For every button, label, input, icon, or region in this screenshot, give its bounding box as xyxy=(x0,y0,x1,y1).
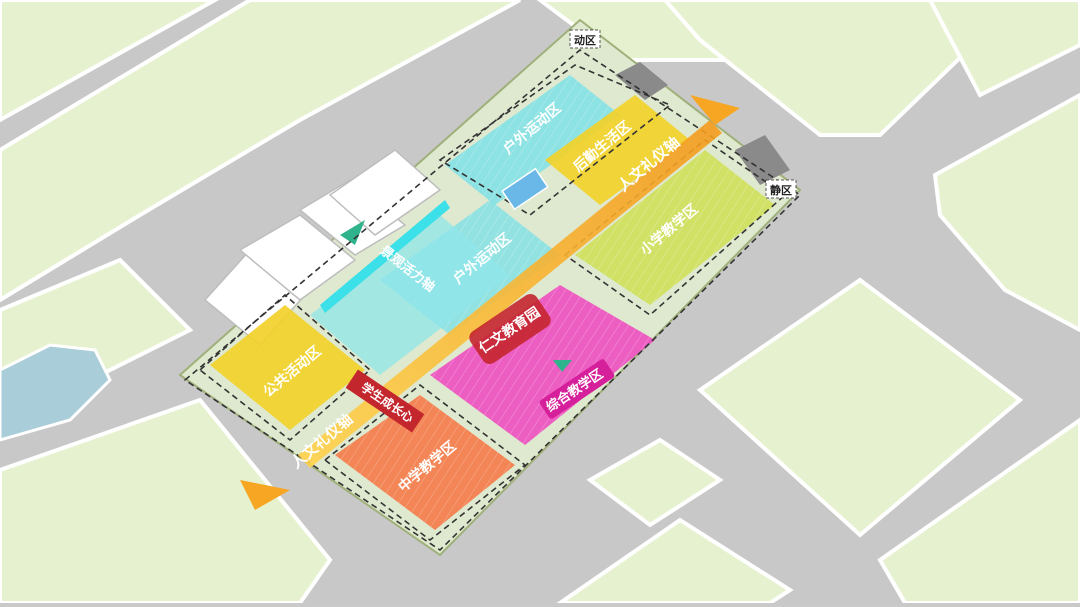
axis-arrow-up-icon xyxy=(690,95,740,125)
garden-arrow-icon xyxy=(553,360,572,372)
tag-active-zone xyxy=(569,29,601,49)
building-shadow-a xyxy=(615,62,668,100)
tag-quiet-zone-text: 静区 xyxy=(770,183,792,197)
block-top-left xyxy=(0,0,220,123)
building-shadow-b xyxy=(735,135,790,185)
block-bottom-left xyxy=(0,397,333,605)
entrance-arrow-icon xyxy=(340,220,365,245)
block-right xyxy=(932,92,1080,333)
label-box-humanities-garden xyxy=(469,293,551,365)
axis-arrow-down-icon xyxy=(240,480,290,510)
zone-public-activity xyxy=(210,305,365,430)
water-pond xyxy=(0,343,112,442)
block-lower-right xyxy=(696,277,1024,538)
outline-active-zone xyxy=(438,64,672,216)
ceremonial-axis-band xyxy=(298,120,722,468)
zone-landscape-axis-area xyxy=(310,215,510,375)
block-upper-left xyxy=(0,0,521,303)
block-top-right-b xyxy=(927,0,1080,98)
zone-logistics-living xyxy=(545,95,690,205)
outline-campus xyxy=(183,49,802,552)
label-box-growth-center xyxy=(345,369,425,433)
building-white-b xyxy=(238,214,357,301)
building-white-c xyxy=(298,179,407,256)
landscape-axis-strip xyxy=(320,200,450,313)
label-box-integrated xyxy=(539,359,615,419)
block-small xyxy=(586,437,724,528)
tag-active-zone-text: 动区 xyxy=(574,33,596,47)
tag-quiet-zone xyxy=(765,179,797,199)
block-bottom-right xyxy=(877,417,1080,605)
zones xyxy=(210,75,775,530)
block-top-right-a xyxy=(662,0,1023,137)
sports-court xyxy=(501,167,549,211)
building-white-d xyxy=(328,149,442,236)
